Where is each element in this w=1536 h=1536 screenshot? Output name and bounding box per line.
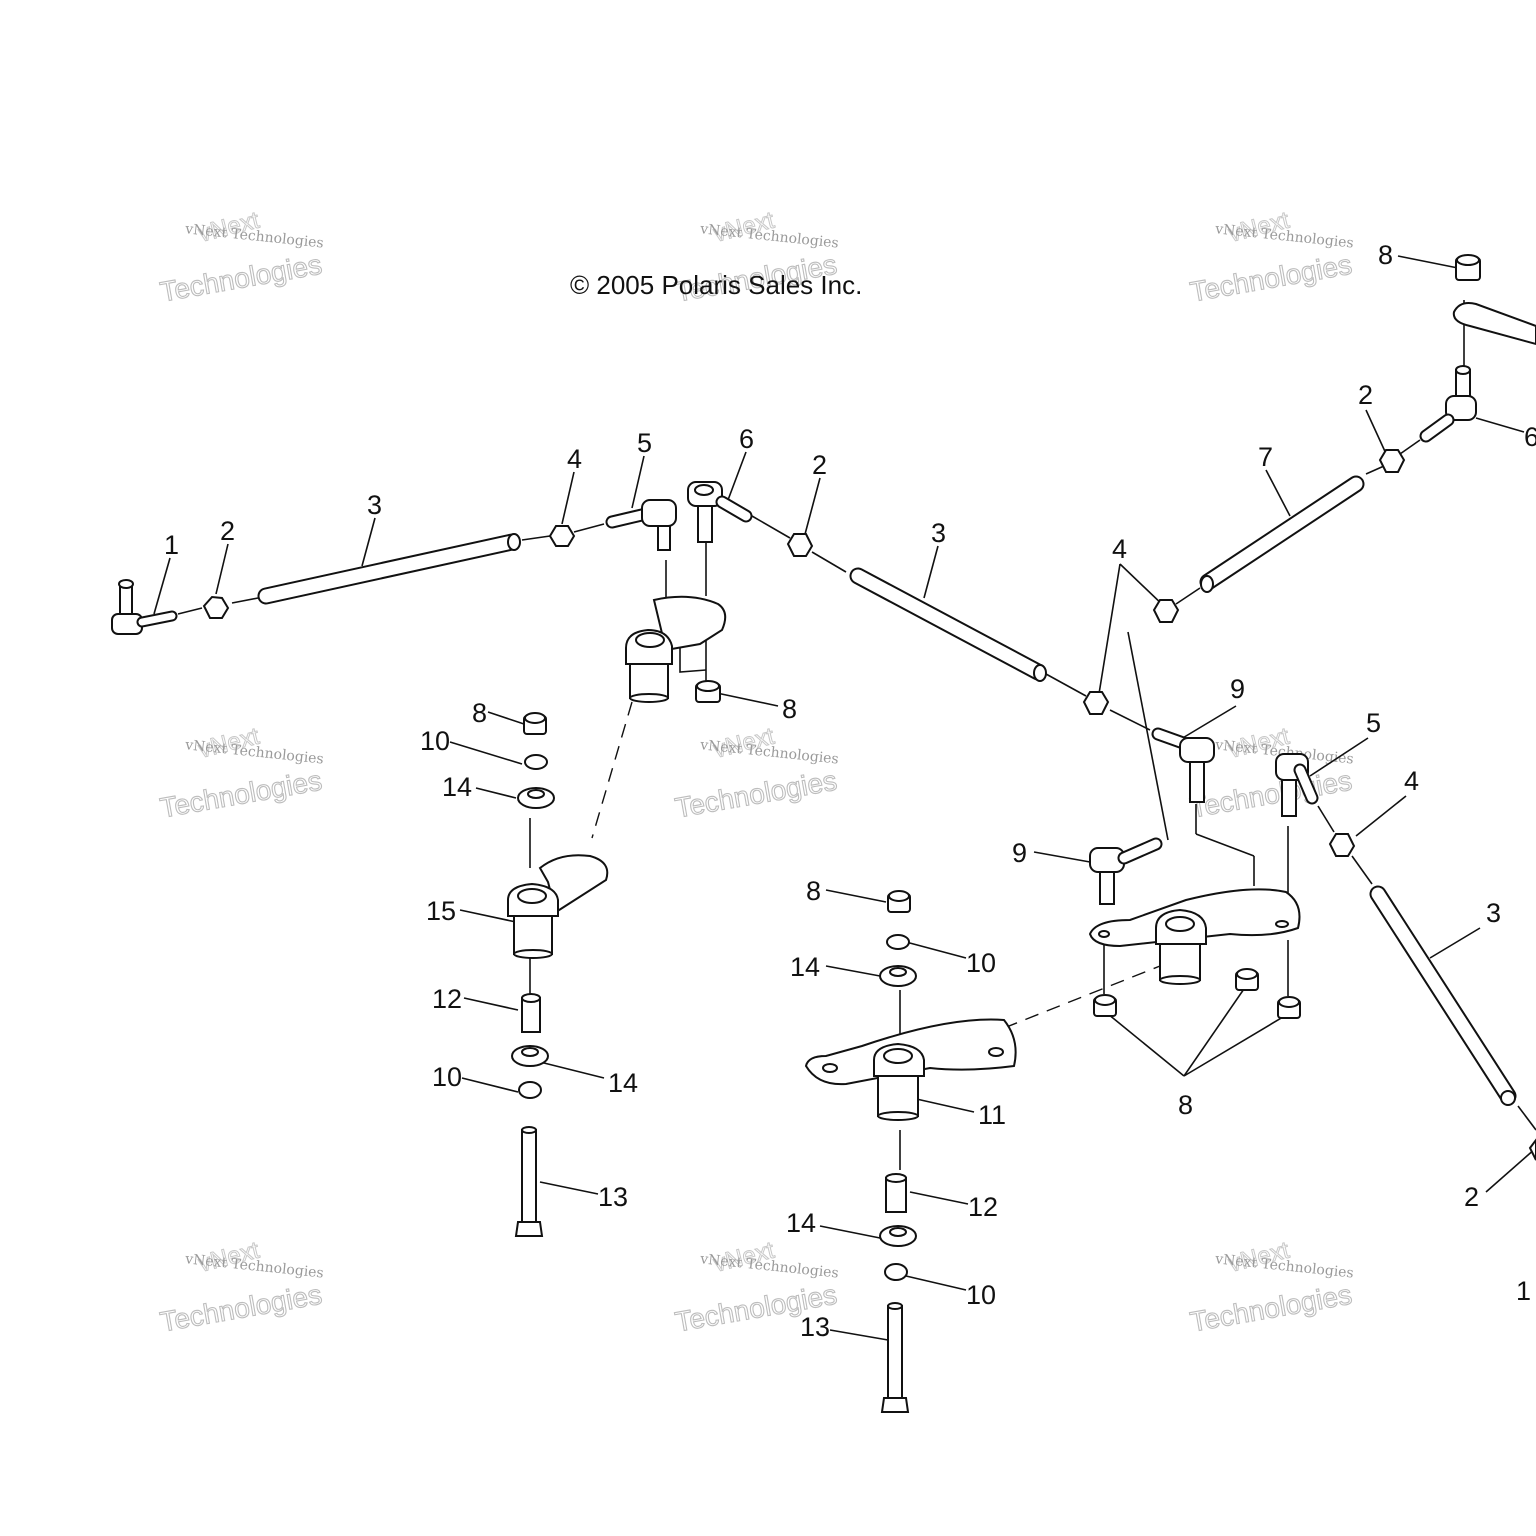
bellcrank-right — [1088, 888, 1301, 985]
watermark-mid-right: vNext vNext Technologies Technologies — [1187, 722, 1354, 824]
callout-14-left-bottom: 14 — [608, 1068, 638, 1098]
callout-2-upper-right: 2 — [1358, 380, 1373, 410]
callout-10-left-bottom: 10 — [432, 1062, 462, 1092]
tie-rod-end-9-lower — [1089, 837, 1163, 905]
steering-arm-11 — [804, 1018, 1017, 1121]
callout-12-center: 12 — [968, 1192, 998, 1222]
watermark-mid-center: vNext vNext Technologies Technologies — [672, 722, 839, 824]
callout-8-group: 8 — [1178, 1090, 1193, 1120]
svg-text:Technologies: Technologies — [1188, 765, 1354, 824]
callout-2-lower-right: 2 — [1464, 1182, 1479, 1212]
washers-and-bushings — [511, 754, 917, 1281]
tie-rod-end-1 — [111, 579, 178, 635]
watermark-bottom-right: vNext vNext Technologies Technologies — [1187, 1236, 1354, 1338]
callout-12-left: 12 — [432, 984, 462, 1014]
svg-text:Technologies: Technologies — [158, 765, 324, 824]
tie-rod-end-9-upper — [1151, 727, 1215, 803]
bolts — [514, 1126, 910, 1413]
lock-nuts — [523, 254, 1481, 1019]
svg-text:Technologies: Technologies — [158, 1279, 324, 1338]
callout-13-center: 13 — [800, 1312, 830, 1342]
callout-10-center-top: 10 — [966, 948, 996, 978]
tie-rod-center — [849, 567, 1047, 682]
tie-rod-end-5-right — [1275, 753, 1319, 817]
callout-9-upper: 9 — [1230, 674, 1245, 704]
jam-nuts — [202, 449, 1536, 1161]
callout-3-left: 3 — [367, 490, 382, 520]
watermark-top-left: vNext vNext Technologies Technologies — [157, 206, 324, 308]
tie-rod-lower-right — [1369, 885, 1517, 1106]
callout-8-upper-left-bellcrank: 8 — [782, 694, 797, 724]
tie-rod-end-5-left — [605, 499, 677, 551]
callout-6-left: 6 — [739, 424, 754, 454]
callout-13-left: 13 — [598, 1182, 628, 1212]
watermark-mid-left: vNext vNext Technologies Technologies — [157, 722, 324, 824]
callout-4-center: 4 — [1112, 534, 1127, 564]
callout-14-center-top: 14 — [790, 952, 820, 982]
callout-14-left-top: 14 — [442, 772, 472, 802]
tie-rod-end-6-right — [1419, 365, 1477, 443]
callout-1-truncated: 1 — [1516, 1276, 1531, 1306]
steering-arm-15 — [507, 854, 609, 959]
callout-1: 1 — [164, 530, 179, 560]
callout-4-right: 4 — [1404, 766, 1419, 796]
tie-rod-left — [257, 533, 521, 605]
pitman-arm-top-right — [1452, 302, 1536, 346]
callout-leader-lines — [153, 255, 1536, 1341]
watermark-bottom-left: vNext vNext Technologies Technologies — [157, 1236, 324, 1338]
svg-text:Technologies: Technologies — [1188, 249, 1354, 308]
callout-14-center-bottom: 14 — [786, 1208, 816, 1238]
callout-15: 15 — [426, 896, 456, 926]
callout-8-left-stack: 8 — [472, 698, 487, 728]
callout-5-right: 5 — [1366, 708, 1381, 738]
callout-2-center: 2 — [812, 450, 827, 480]
tie-rod-upper-right — [1199, 475, 1365, 593]
sleeves — [521, 993, 907, 1213]
svg-text:Technologies: Technologies — [673, 765, 839, 824]
callout-4-left: 4 — [567, 444, 582, 474]
callout-5-left: 5 — [637, 428, 652, 458]
callout-11: 11 — [978, 1100, 1006, 1130]
callout-3-center: 3 — [931, 518, 946, 548]
callout-10-left-top: 10 — [420, 726, 450, 756]
svg-text:Technologies: Technologies — [158, 249, 324, 308]
copyright-notice: © 2005 Polaris Sales Inc. — [570, 270, 862, 300]
watermark-top-right: vNext vNext Technologies Technologies — [1187, 206, 1354, 308]
callout-numbers: 1 2 3 4 5 6 2 3 4 7 2 8 6 8 8 10 14 9 5 … — [164, 240, 1536, 1342]
bellcrank-upper-left — [625, 595, 727, 703]
callout-6-right: 6 — [1524, 422, 1536, 452]
callout-2-far-left: 2 — [220, 516, 235, 546]
callout-7: 7 — [1258, 442, 1273, 472]
svg-text:Technologies: Technologies — [1188, 1279, 1354, 1338]
callout-10-center-bottom: 10 — [966, 1280, 996, 1310]
callout-9-lower: 9 — [1012, 838, 1027, 868]
callout-8-top: 8 — [1378, 240, 1393, 270]
callout-8-center-stack: 8 — [806, 876, 821, 906]
tie-rod-end-6-left — [687, 481, 753, 543]
callout-3-right: 3 — [1486, 898, 1501, 928]
